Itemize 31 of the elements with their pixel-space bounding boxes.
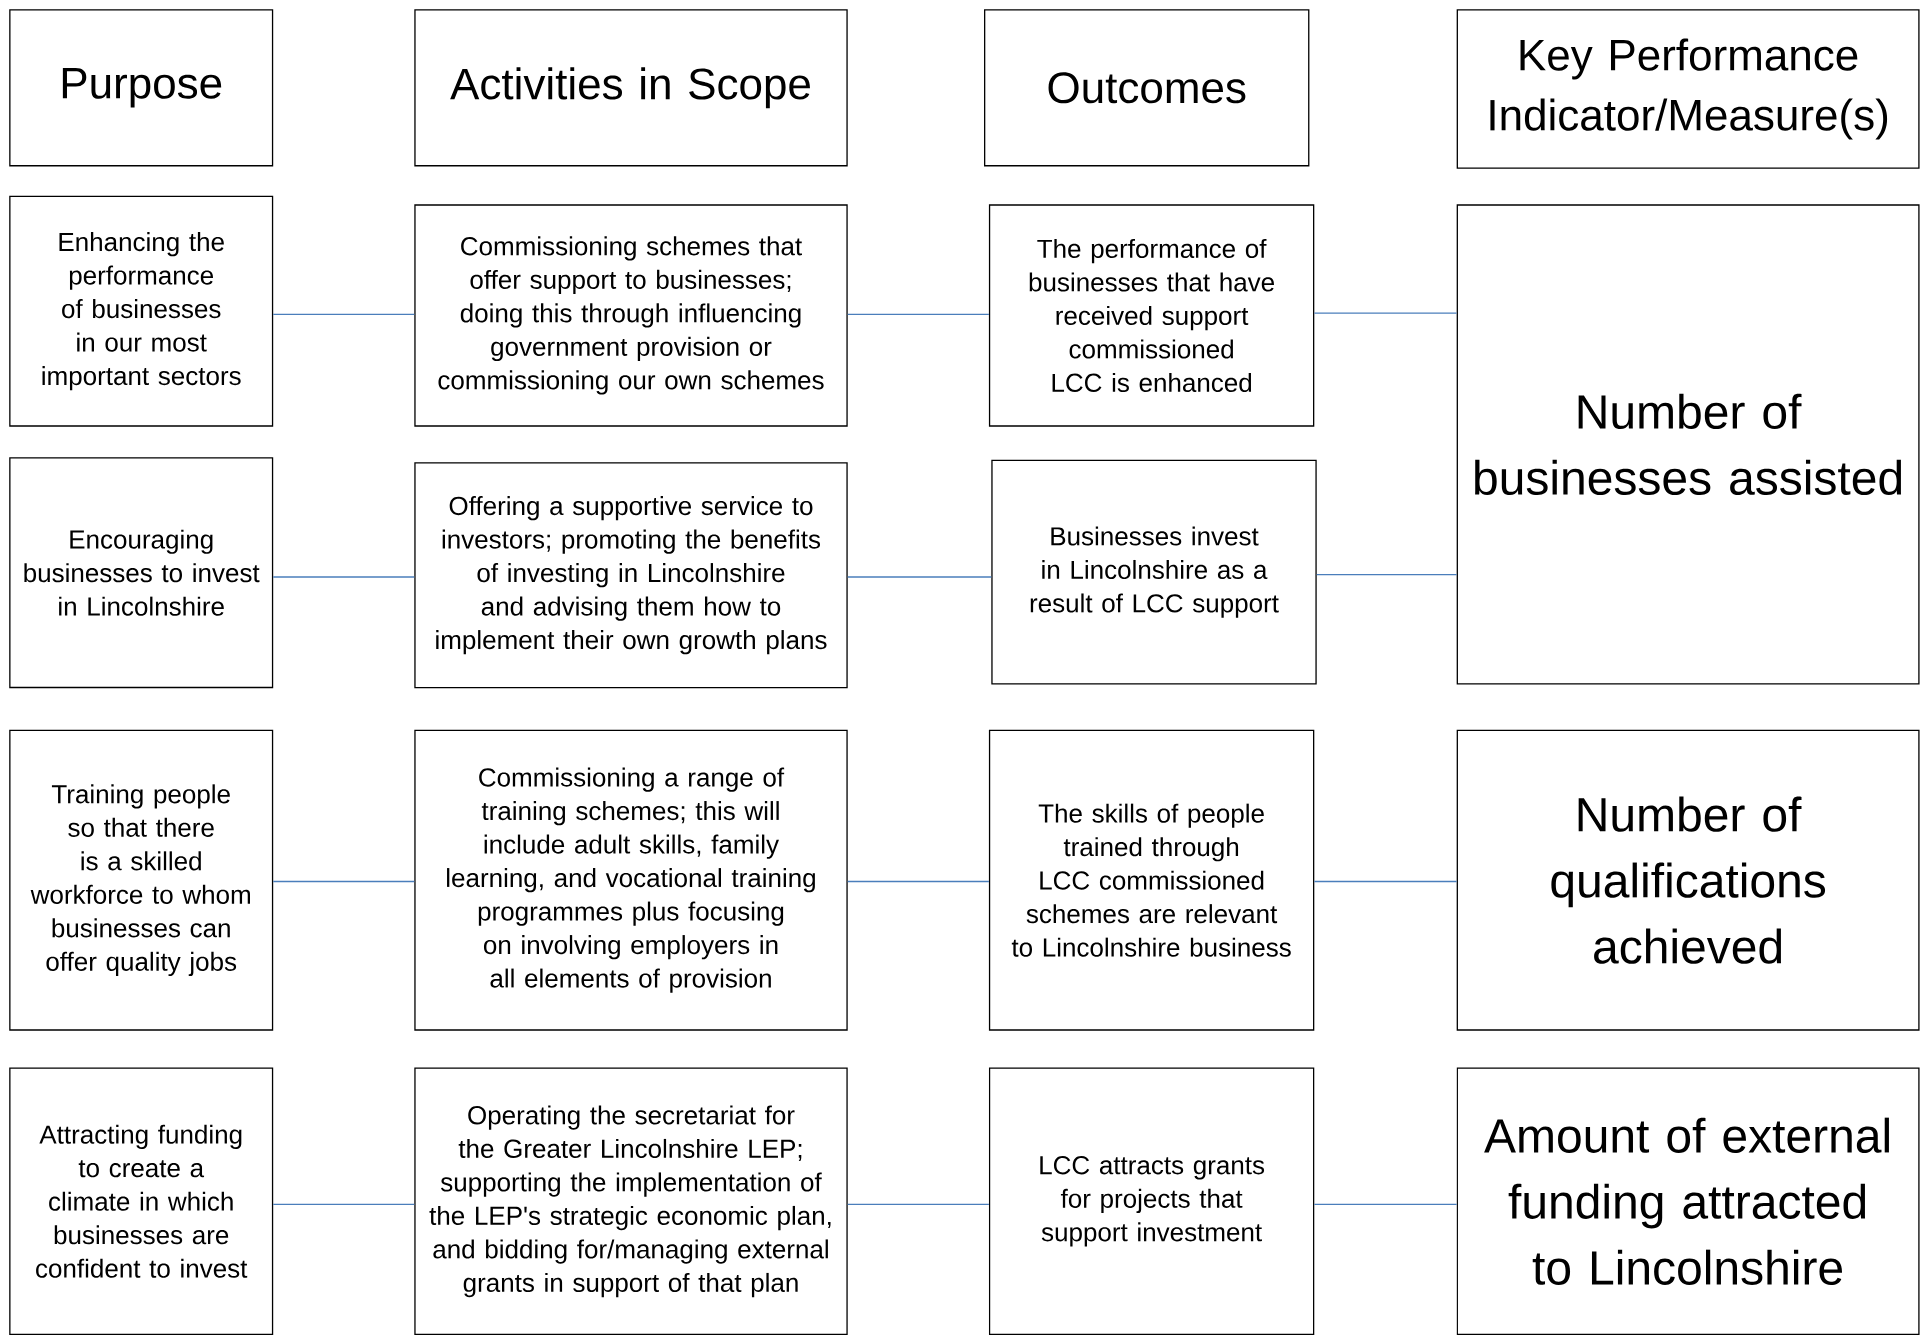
column-header: Outcomes <box>984 9 1310 167</box>
measure-box: Number of businesses assisted <box>1456 204 1920 685</box>
text-box: Offering a supportive service to investors; promoting the benefits of investing in Lincolnshire and advising them how to implement their own growth plans <box>414 462 848 689</box>
measure-box: Number of qualifications achieved <box>1456 729 1920 1031</box>
column-header: Purpose <box>9 9 274 167</box>
column-header: Activities in Scope <box>414 9 848 167</box>
connector-line <box>1313 1203 1458 1206</box>
connector-line <box>272 880 415 883</box>
text-box: The performance of businesses that have received support commissioned LCC is enhanced <box>988 204 1315 427</box>
text-box: Businesses invest in Lincolnshire as a result of LCC support <box>991 459 1317 685</box>
connector-line <box>1316 573 1458 576</box>
text-box: Training people so that there is a skilled workforce to whom businesses can offer quality jobs <box>9 729 274 1031</box>
connector-line <box>272 313 415 315</box>
connector-line <box>847 1203 990 1206</box>
text-box: Commissioning schemes that offer support to businesses; doing this through influencing government provision or commissioning our own schemes <box>414 204 848 427</box>
column-header: Key Performance Indicator/Measure(s) <box>1456 9 1920 169</box>
connector-line <box>272 576 415 578</box>
text-box: Attracting funding to create a climate in which businesses are confident to invest <box>9 1067 274 1335</box>
connector-line <box>847 880 990 883</box>
text-box: Operating the secretariat for the Greater Lincolnshire LEP; supporting the implementation of the LEP's strategic economic plan, and bidding for/managing external grants in support of that plan <box>414 1067 848 1335</box>
text-box: Encouraging businesses to invest in Lincolnshire <box>9 457 274 689</box>
text-box: LCC attracts grants for projects that support investment <box>988 1067 1315 1335</box>
text-box: Commissioning a range of training schemes; this will include adult skills, family learning, and vocational training programmes plus focusing on involving employers in all elements of provision <box>414 729 848 1031</box>
measure-box: Amount of external funding attracted to Lincolnshire <box>1456 1067 1920 1335</box>
connector-line <box>1313 312 1458 314</box>
connector-line <box>272 1203 415 1206</box>
text-box: The skills of people trained through LCC commissioned schemes are relevant to Lincolnshire business <box>988 729 1315 1031</box>
connector-line <box>847 313 990 315</box>
connector-line <box>847 576 992 578</box>
text-box: Enhancing the performance of businesses in our most important sectors <box>9 195 274 427</box>
connector-line <box>1313 880 1458 883</box>
